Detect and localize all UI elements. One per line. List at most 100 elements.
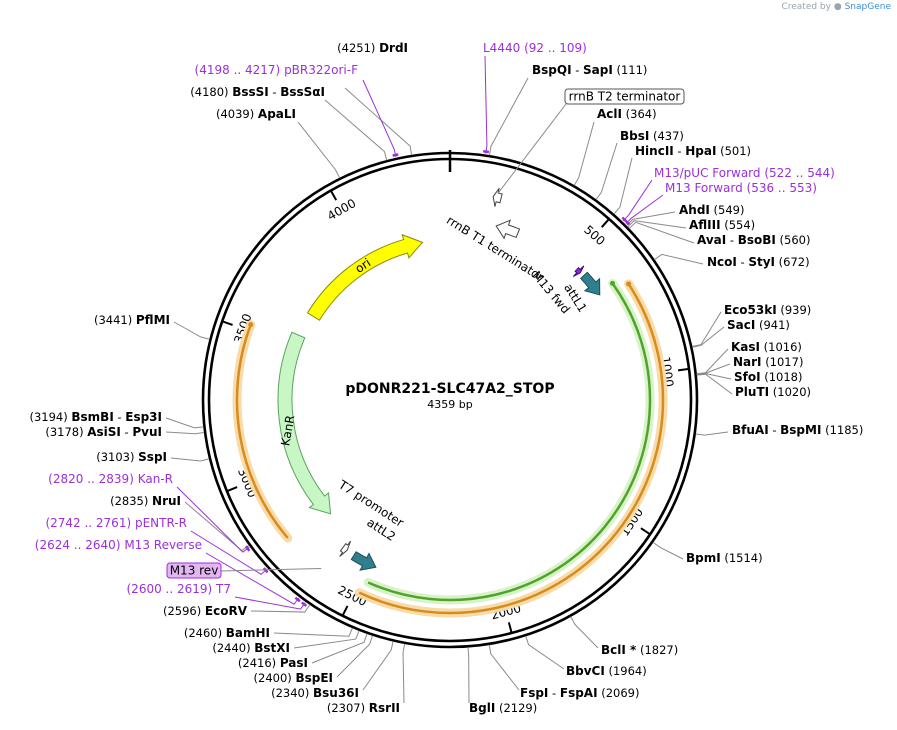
primer-label: (4198 .. 4217) pBR322ori-F	[195, 63, 359, 77]
site-leader	[170, 457, 210, 462]
site-leader	[696, 363, 731, 375]
site-label: (2440) BstXI	[212, 641, 290, 655]
tick-mark	[226, 486, 238, 493]
site-label: AvaI - BsoBI (560)	[697, 233, 810, 247]
orf-end	[610, 280, 616, 286]
credit-prefix: Created by	[781, 2, 831, 12]
orf-glow	[354, 279, 668, 618]
site-label: BfuAI - BspMI (1185)	[732, 423, 863, 437]
site-leader	[692, 311, 722, 348]
boxed-leader	[497, 103, 567, 194]
attl1-arrow	[579, 271, 601, 296]
site-label: (2460) BamHI	[184, 626, 270, 640]
site-leader	[311, 633, 368, 664]
m13-fwd-arrow	[572, 265, 585, 277]
primer-mark	[392, 153, 399, 157]
site-leader	[297, 121, 341, 179]
snapgene-credit: Created by ● SnapGene	[781, 2, 891, 12]
site-label: (2340) Bsu36I	[271, 686, 359, 700]
primer-label: (2624 .. 2640) M13 Reverse	[35, 538, 202, 552]
orf-end	[248, 322, 254, 328]
tick-mark	[677, 367, 690, 372]
site-label: NcoI - StyI (672)	[707, 255, 810, 269]
site-leader	[696, 372, 732, 380]
site-label: BbvCI (1964)	[566, 664, 647, 678]
attl2-arrow	[350, 551, 377, 571]
primer-leader	[484, 55, 488, 154]
site-leader	[467, 647, 470, 704]
site-leader	[489, 77, 529, 156]
primer-label: M13/pUC Forward (522 .. 544)	[654, 166, 835, 180]
tick-mark	[640, 527, 651, 536]
boxed-leader	[220, 567, 322, 572]
t7-promoter-arrow	[339, 540, 352, 557]
primer-leader	[622, 179, 653, 222]
site-label: (2307) RsrII	[327, 701, 400, 715]
site-leader	[628, 221, 695, 244]
plasmid-name: pDONR221-SLC47A2_STOP	[345, 381, 554, 397]
site-leader	[692, 326, 725, 348]
credit-brand: SnapGene	[844, 2, 891, 12]
tick-mark	[601, 218, 610, 228]
orf-arc	[358, 283, 665, 615]
site-leader	[696, 348, 729, 375]
tick-label: 500	[581, 223, 607, 249]
site-label: KasI (1016)	[731, 340, 802, 354]
site-leader	[627, 220, 687, 229]
primer-mark	[483, 149, 490, 154]
site-leader	[402, 643, 406, 704]
site-leader	[570, 616, 599, 649]
boxed-label-box	[166, 562, 222, 579]
site-label: SacI (941)	[727, 318, 790, 332]
site-leader	[525, 635, 565, 670]
orf-arc	[367, 282, 652, 602]
site-leader	[696, 373, 733, 395]
inner-label: rrnB T1 terminator	[444, 213, 546, 284]
rrnb-t2-terminator-arrow	[492, 187, 503, 207]
site-label: FspI - FspAI (2069)	[520, 686, 639, 700]
boxed-label: rrnB T2 terminator	[569, 90, 681, 104]
site-label: AhdI (549)	[679, 203, 744, 217]
site-label: (2400) BspEI	[254, 671, 333, 685]
site-leader	[293, 630, 360, 649]
site-leader	[362, 641, 394, 691]
plasmid-center: pDONR221-SLC47A2_STOP 4359 bp	[345, 381, 554, 411]
backbone-rings	[201, 150, 699, 649]
site-label: (2596) EcoRV	[163, 604, 248, 618]
site-label: NarI (1017)	[733, 355, 803, 369]
ori-arrow	[306, 233, 424, 321]
site-label: AflIII (554)	[689, 218, 755, 232]
tick-mark	[507, 622, 513, 634]
rrnb-t1-terminator-arrow	[495, 219, 521, 240]
tick-mark	[221, 320, 233, 326]
snapgene-logo-icon: ●	[833, 2, 842, 12]
orf-arcs	[232, 278, 668, 618]
site-label: (4251) DrdI	[337, 41, 408, 55]
site-leader	[595, 142, 618, 200]
site-leader	[344, 87, 413, 156]
primer-label: M13 Forward (536 .. 553)	[665, 181, 817, 195]
site-leader	[613, 157, 633, 215]
primer-mark	[244, 545, 251, 552]
site-leader	[695, 431, 729, 436]
primer-leader	[625, 194, 664, 225]
tick-mark	[341, 605, 349, 617]
primer-mark	[294, 596, 301, 603]
site-leader	[324, 99, 388, 161]
primer-mark	[300, 601, 308, 607]
site-leader	[173, 321, 210, 340]
site-label: (4039) ApaLI	[216, 107, 296, 121]
orf-glow	[363, 278, 655, 605]
leader-lines	[165, 55, 733, 704]
site-label: (2835) NruI	[110, 494, 181, 508]
site-label: BclI * (1827)	[601, 643, 678, 657]
site-leader	[250, 604, 311, 613]
site-leader	[488, 644, 520, 691]
site-label: BbsI (437)	[620, 129, 684, 143]
site-leader	[273, 627, 353, 637]
site-label: (3194) BsmBI - Esp3I	[29, 410, 162, 424]
site-leader	[654, 253, 704, 265]
site-label: BpmI (1514)	[686, 551, 763, 565]
orf-end	[626, 281, 632, 287]
site-label: BglI (2129)	[469, 701, 537, 715]
